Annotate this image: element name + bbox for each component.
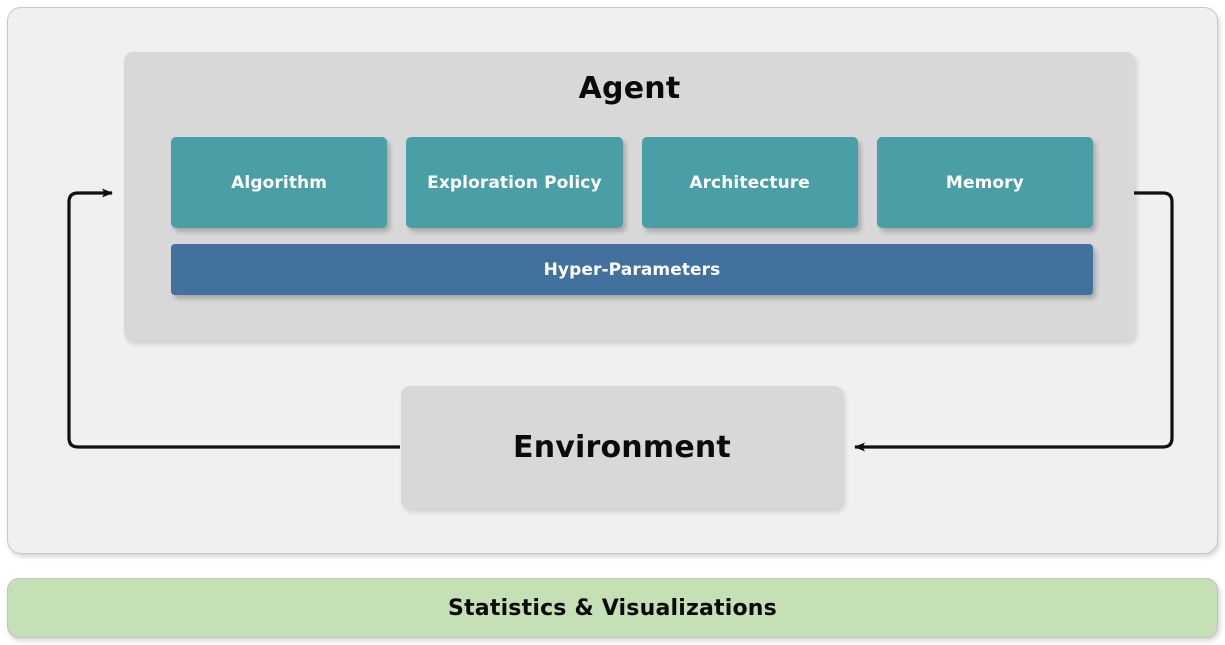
- environment-block[interactable]: Environment: [401, 386, 843, 509]
- agent-component-algorithm[interactable]: Algorithm: [171, 137, 388, 228]
- agent-component-memory[interactable]: Memory: [876, 137, 1093, 228]
- agent-component-architecture[interactable]: Architecture: [641, 137, 858, 228]
- statistics-bar-label: Statistics & Visualizations: [448, 595, 777, 621]
- statistics-bar[interactable]: Statistics & Visualizations: [7, 578, 1218, 638]
- hyper-parameters-label: Hyper-Parameters: [543, 259, 721, 280]
- agent-title: Agent: [578, 71, 681, 106]
- environment-title: Environment: [513, 429, 731, 465]
- agent-block[interactable]: Agent Algorithm Exploration Policy Archi…: [124, 52, 1135, 341]
- hyper-parameters-bar[interactable]: Hyper-Parameters: [171, 244, 1093, 295]
- agent-component-memory-label: Memory: [945, 172, 1024, 193]
- agent-component-exploration-policy[interactable]: Exploration Policy: [406, 137, 623, 228]
- agent-component-row: Algorithm Exploration Policy Architectur…: [171, 137, 1093, 228]
- agent-component-algorithm-label: Algorithm: [231, 172, 328, 193]
- agent-component-architecture-label: Architecture: [689, 172, 810, 193]
- agent-component-exploration-policy-label: Exploration Policy: [427, 172, 602, 193]
- framework-panel: Agent Algorithm Exploration Policy Archi…: [7, 7, 1218, 554]
